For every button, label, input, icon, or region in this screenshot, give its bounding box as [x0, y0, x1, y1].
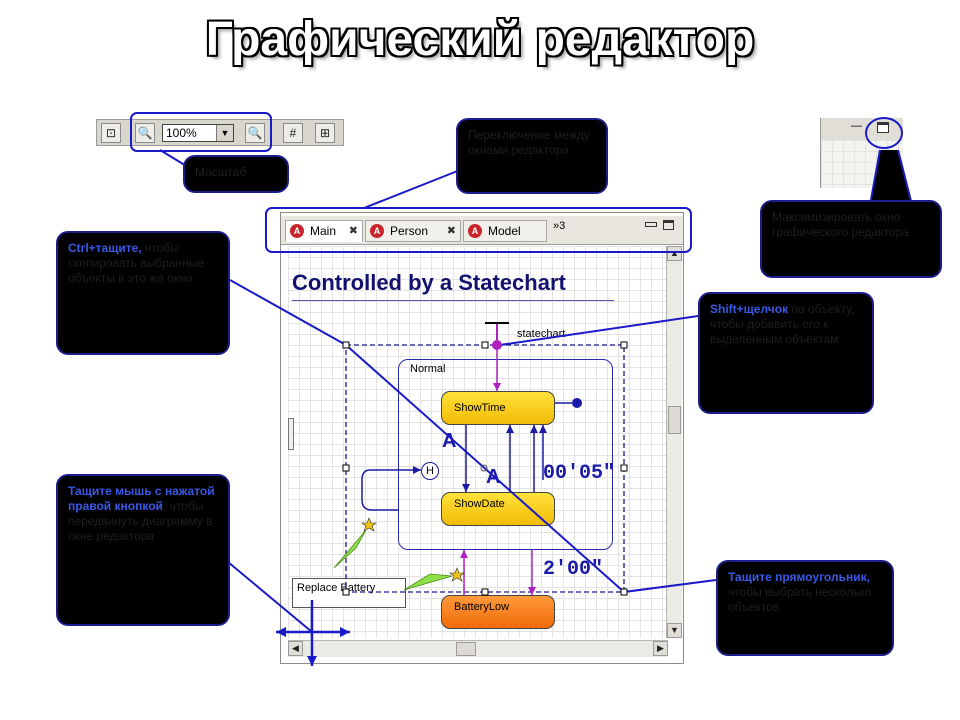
- close-icon[interactable]: ✖: [348, 225, 358, 237]
- vertical-scrollbar[interactable]: ▲ ▼: [666, 246, 682, 638]
- state-showtime[interactable]: ShowTime: [441, 391, 555, 425]
- snap-button[interactable]: ⊞: [315, 123, 335, 143]
- chevron-down-icon[interactable]: ▼: [216, 125, 233, 141]
- callout-maximize: Максимизировать окно графического редакт…: [760, 200, 942, 278]
- maximize-button[interactable]: [877, 122, 889, 133]
- callout-right-drag: Тащите мышь с нажатой правой кнопкой, чт…: [56, 474, 230, 626]
- callout-ctrl-drag: Ctrl+тащите, чтобы скопировать выбранные…: [56, 231, 230, 355]
- callout-shift-click: Shift+щелчок по объекту, чтобы добавить …: [698, 292, 874, 414]
- zoom-fit-button[interactable]: ⊡: [101, 123, 121, 143]
- model-icon: A: [370, 224, 384, 238]
- state-showdate[interactable]: ShowDate: [441, 492, 555, 526]
- diagram-canvas[interactable]: [288, 246, 668, 638]
- minimize-button[interactable]: —: [851, 120, 862, 132]
- scroll-thumb[interactable]: [456, 642, 476, 656]
- zoom-select[interactable]: 100% ▼: [162, 124, 234, 142]
- composite-state-normal[interactable]: [398, 359, 613, 550]
- tab-person[interactable]: A Person ✖: [365, 220, 461, 242]
- maximize-button[interactable]: [663, 220, 674, 230]
- callout-rect-drag: Тащите прямоугольник, чтобы выбрать неск…: [716, 560, 894, 656]
- grid-button[interactable]: #: [283, 123, 303, 143]
- scroll-right-icon[interactable]: ▶: [653, 641, 668, 656]
- tab-model[interactable]: A Model: [463, 220, 547, 242]
- drag-diagonal: [345, 344, 625, 593]
- scroll-thumb[interactable]: [668, 406, 681, 434]
- zoom-out-button[interactable]: 🔍: [135, 123, 155, 143]
- model-icon: A: [290, 224, 304, 238]
- model-icon: A: [468, 224, 482, 238]
- composite-state-label: Normal: [410, 363, 446, 375]
- zoom-highlight: [130, 112, 272, 152]
- callout-zoom: Масштаб: [183, 155, 289, 193]
- minimize-button[interactable]: [645, 222, 657, 227]
- splitter-handle[interactable]: [288, 418, 294, 450]
- timeout-label-1: 00'05": [543, 462, 616, 485]
- state-batterylow[interactable]: BatteryLow: [441, 595, 555, 629]
- divider: [292, 300, 614, 301]
- zoom-value: 100%: [166, 126, 197, 140]
- diagram-title: Controlled by a Statechart: [292, 270, 566, 295]
- horizontal-scrollbar[interactable]: ◀ ▶: [288, 640, 668, 657]
- close-icon[interactable]: ✖: [446, 225, 456, 237]
- slide-title: Графический редактор: [205, 13, 755, 66]
- scroll-left-icon[interactable]: ◀: [288, 641, 303, 656]
- maximize-highlight: [865, 117, 903, 149]
- tab-overflow[interactable]: »3: [553, 220, 566, 232]
- callout-switch-windows: Переключение между окнами редактора: [456, 118, 608, 194]
- marker-a-1: A: [442, 430, 457, 452]
- tab-main[interactable]: A Main ✖: [285, 220, 363, 242]
- history-state[interactable]: H: [421, 462, 439, 480]
- zoom-in-button[interactable]: 🔍: [245, 123, 265, 143]
- tabs-highlight: [265, 207, 692, 253]
- editor-tabbar: A Main ✖ A Person ✖ A Model »3: [281, 216, 683, 245]
- scroll-down-icon[interactable]: ▼: [667, 623, 682, 638]
- timeout-label-2: 2'00": [543, 558, 604, 581]
